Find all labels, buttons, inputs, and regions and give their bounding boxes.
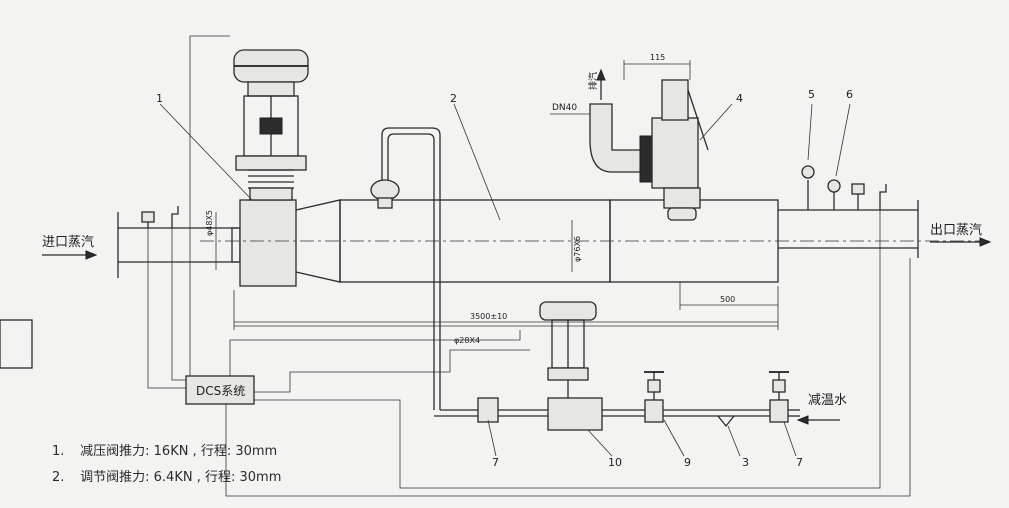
note-1-text: 减压阀推力: 16KN , 行程: 30mm [80,444,278,459]
dcs-box [185,375,255,405]
note-2-num: 2. [52,470,65,485]
dimension-lines [215,60,779,330]
dim-d-main: φ76X6 [573,236,582,262]
dn-label: DN40 [552,103,577,113]
outlet-pipe [778,200,919,258]
callout-2: 2 [450,92,457,105]
note-1: 1. 减压阀推力: 16KN , 行程: 30mm [52,440,277,459]
exhaust-arrow [596,68,606,100]
callout-4: 4 [736,92,743,105]
note-2-text: 调节阀推力: 6.4KN , 行程: 30mm [80,470,282,485]
dim-length: 3500±10 [470,312,507,321]
outlet-arrow [930,237,992,247]
callout-3: 3 [742,456,749,469]
cooling-water-arrow [796,415,840,425]
hand-valves [644,371,789,400]
signal-lines [147,35,911,497]
callout-7b: 7 [796,456,803,469]
outlet-label: 出口蒸汽 [930,223,982,238]
dim-d-small: φ28X4 [454,336,480,345]
dim-width: 115 [650,53,665,62]
temp-taps [141,183,887,228]
control-valve-actuator [0,301,597,398]
dim-d-inlet: φ48X5 [205,210,214,236]
callout-9: 9 [684,456,691,469]
pressure-gauge [801,165,841,210]
inlet-pipe [117,212,238,278]
leader-lines [159,103,851,457]
note-2: 2. 调节阀推力: 6.4KN , 行程: 30mm [52,466,281,485]
callout-6: 6 [846,88,853,101]
cooling-water-line [434,397,800,431]
condensate-loop [370,127,441,410]
callout-7a: 7 [492,456,499,469]
dim-dist: 500 [720,295,735,304]
inlet-label: 进口蒸汽 [42,235,94,250]
reducing-valve-body [231,199,297,287]
inlet-arrow [42,250,98,260]
callout-5: 5 [808,88,815,101]
exhaust-label: 排汽 [587,72,599,90]
dcs-label: DCS系统 [196,384,245,398]
note-1-num: 1. [52,444,65,459]
callout-1: 1 [156,92,163,105]
callouts: 1 2 4 5 6 7 10 9 3 7 [156,88,853,469]
cooling-water-label: 减温水 [808,393,847,408]
callout-10: 10 [608,456,622,469]
safety-valve [589,79,709,221]
reducing-valve-actuator [233,49,309,201]
